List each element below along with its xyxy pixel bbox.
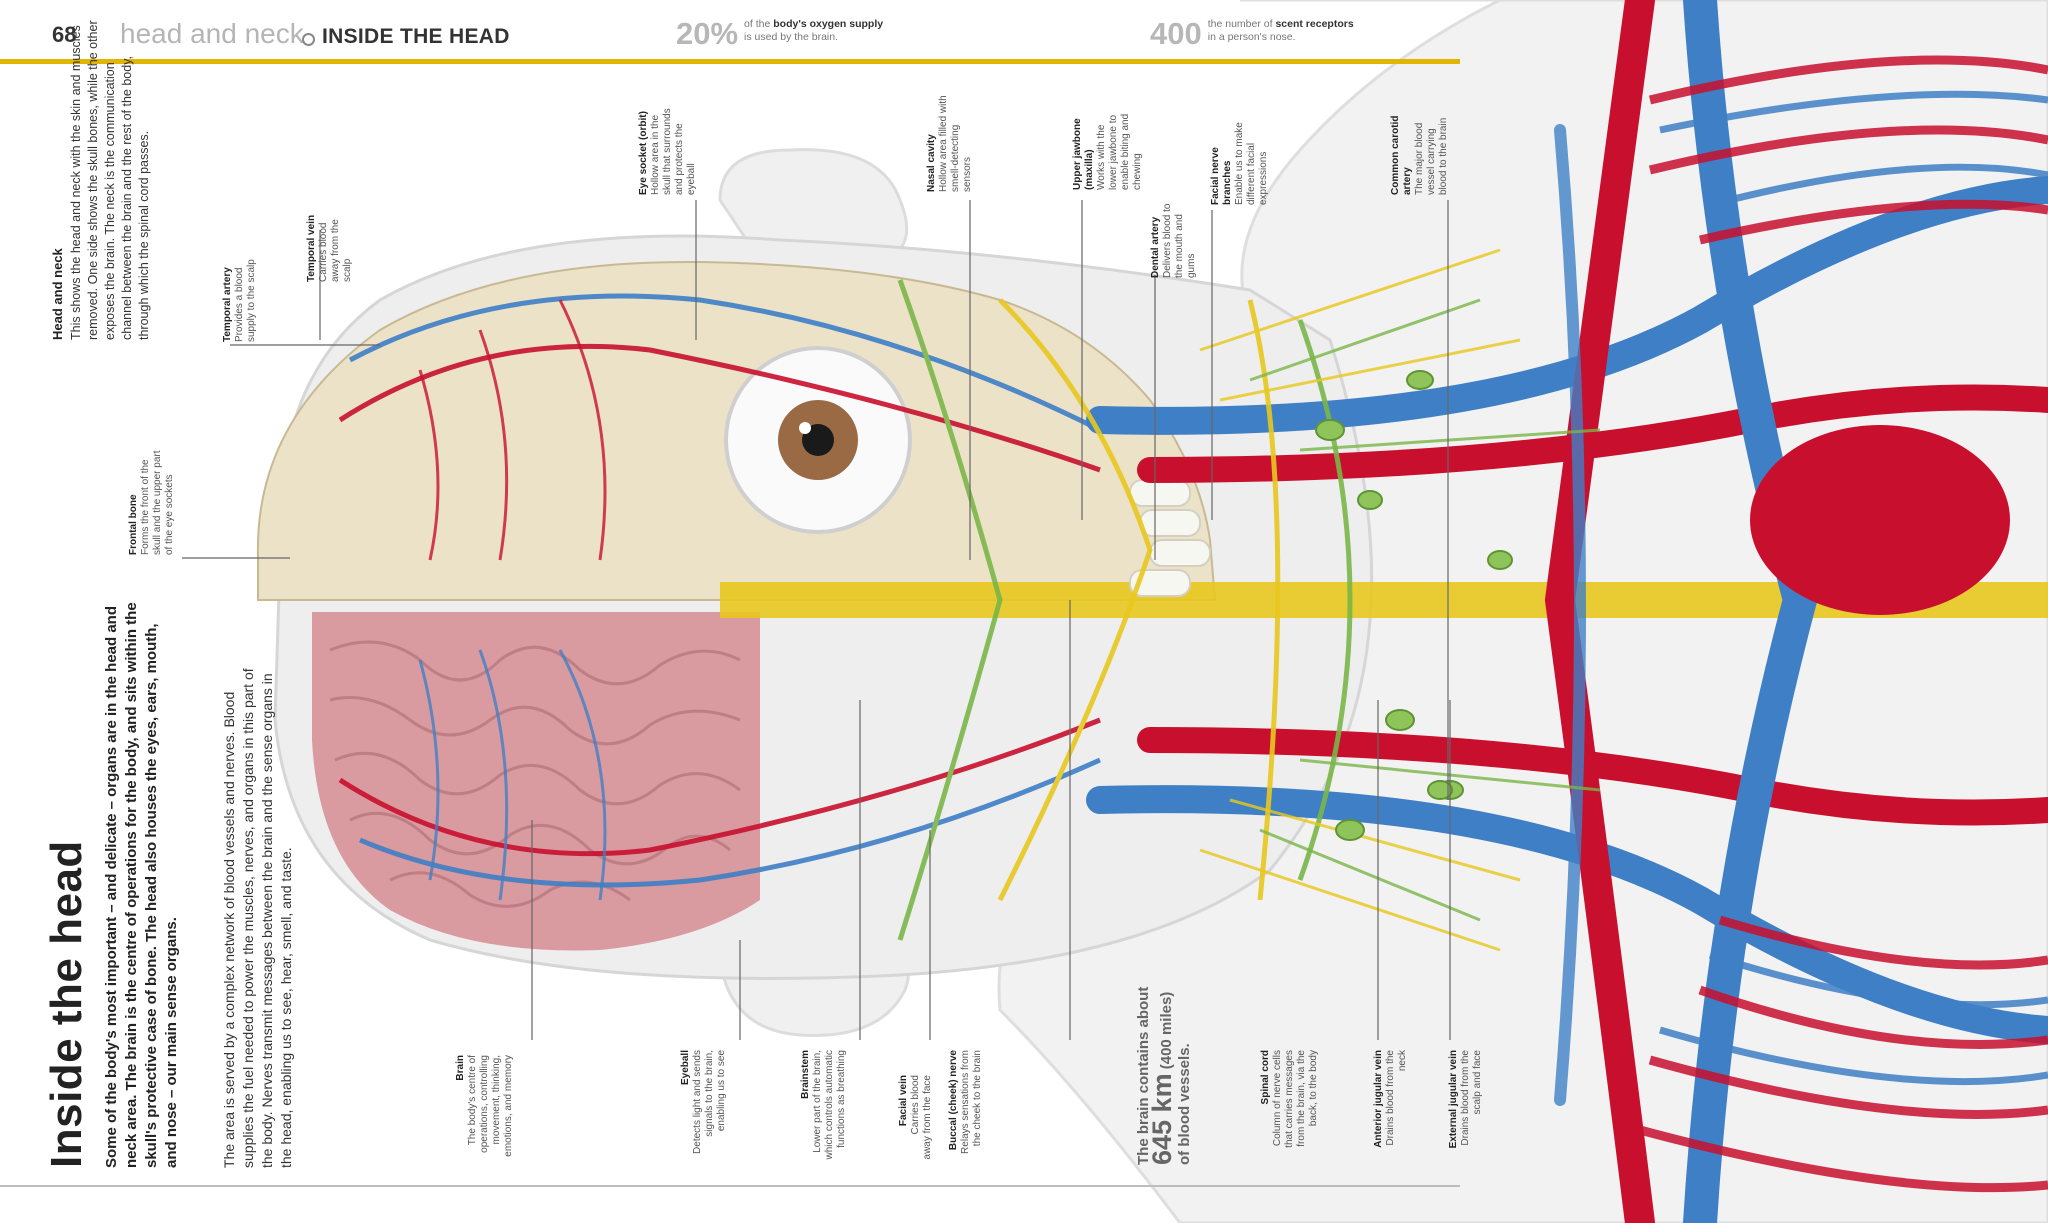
callout-title: Buccal (cheek) nerve: [948, 1050, 959, 1151]
scent-fact-number: 400: [1150, 16, 1202, 51]
callout-text: Carries blood away from the face: [910, 1075, 933, 1160]
callout-title: Nasal cavity: [926, 134, 937, 192]
callout-title: Brainstem: [800, 1050, 811, 1099]
callout-title: Eyeball: [680, 1050, 691, 1086]
callout-title: Facial vein: [898, 1075, 909, 1127]
callout-title: Facial nerve branches: [1210, 147, 1233, 205]
callout-title: Dental artery: [1150, 216, 1161, 278]
callout-title: Anterior jugular vein: [1373, 1050, 1384, 1148]
intro-title: Inside the head: [42, 840, 91, 1168]
callout-text: Hollow area in the skull that surrounds …: [650, 108, 697, 195]
brain-fact-big: 645 km: [1147, 1073, 1177, 1165]
scent-fact-bold: scent receptors: [1275, 18, 1354, 30]
callout-text: Delivers blood to the mouth and gums: [1162, 203, 1197, 278]
brain-vessels-fact: The brain contains about 645 km (400 mil…: [1135, 987, 1194, 1165]
callout-text: The major blood vessel carrying blood to…: [1414, 117, 1449, 195]
callout-title: Brain: [455, 1055, 466, 1081]
footer-rule: [0, 1185, 1460, 1187]
callout-title: Upper jawbone (maxilla): [1072, 118, 1095, 190]
callout-text: Column of nerve cells that carries messa…: [1272, 1050, 1319, 1148]
callout-title: Temporal vein: [306, 214, 317, 282]
heart-shape: [1750, 425, 2010, 615]
callout-text: Hollow area filled with smell-detecting …: [938, 95, 973, 192]
callout-title: Frontal bone: [128, 494, 139, 555]
page-number: 68: [52, 22, 77, 47]
callout-text: Drains blood from the neck: [1385, 1050, 1408, 1146]
oxygen-fact-number: 20%: [676, 16, 739, 51]
callout-eye-socket: Eye socket (orbit)Hollow area in the sku…: [638, 95, 698, 195]
callout-text: Enable us to make different facial expre…: [1234, 122, 1269, 205]
callout-text: The body's centre of operations, control…: [467, 1055, 514, 1157]
head-neck-text: This shows the head and neck with the sk…: [69, 20, 151, 340]
callout-title: External jugular vein: [1448, 1050, 1459, 1149]
chapter-title: head and neck: [120, 18, 304, 49]
brain: [312, 612, 760, 951]
callout-text: Relays sensations from the cheek to the …: [960, 1050, 983, 1154]
circle-icon: [302, 33, 315, 46]
intro-bold-text: Some of the body's most important – and …: [103, 602, 180, 1168]
callout-text: Lower part of the brain, which controls …: [812, 1050, 847, 1160]
callout-text: Detects light and sends signals to the b…: [692, 1050, 727, 1154]
callout-text: Provides a blood supply to the scalp: [234, 259, 257, 342]
brain-fact-line2: (400 miles): [1158, 991, 1175, 1070]
oxygen-fact-post: is used by the brain.: [744, 31, 839, 43]
header-rule: [0, 59, 1460, 64]
head-neck-title: Head and neck: [50, 248, 65, 340]
callout-text: Works with the lower jawbone to enable b…: [1096, 113, 1143, 190]
oxygen-fact-bold: body's oxygen supply: [773, 18, 884, 30]
page-header: 68 head and neck INSIDE THE HEAD 20% of …: [0, 0, 1460, 62]
callout-title: Common carotid artery: [1390, 115, 1413, 195]
callout-text: Forms the front of the skull and the upp…: [140, 450, 175, 555]
callout-title: Eye socket (orbit): [638, 111, 649, 195]
callout-title: Spinal cord: [1260, 1050, 1271, 1105]
callout-upper-jawbone: Upper jawbone (maxilla)Works with the lo…: [1072, 105, 1144, 190]
scent-fact-post: in a person's nose.: [1207, 31, 1296, 43]
scent-fact-pre: the number of: [1207, 18, 1276, 30]
brain-fact-line3: of blood vessels.: [1176, 1043, 1193, 1165]
callout-title: Temporal artery: [222, 267, 233, 342]
section-title: INSIDE THE HEAD: [322, 25, 510, 48]
callout-text: Drains blood from the scalp and face: [1460, 1050, 1483, 1146]
oxygen-fact-pre: of the: [744, 18, 774, 30]
intro-body-text: The area is served by a complex network …: [221, 668, 294, 1168]
callout-text: Carries blood away from the scalp: [318, 219, 353, 282]
